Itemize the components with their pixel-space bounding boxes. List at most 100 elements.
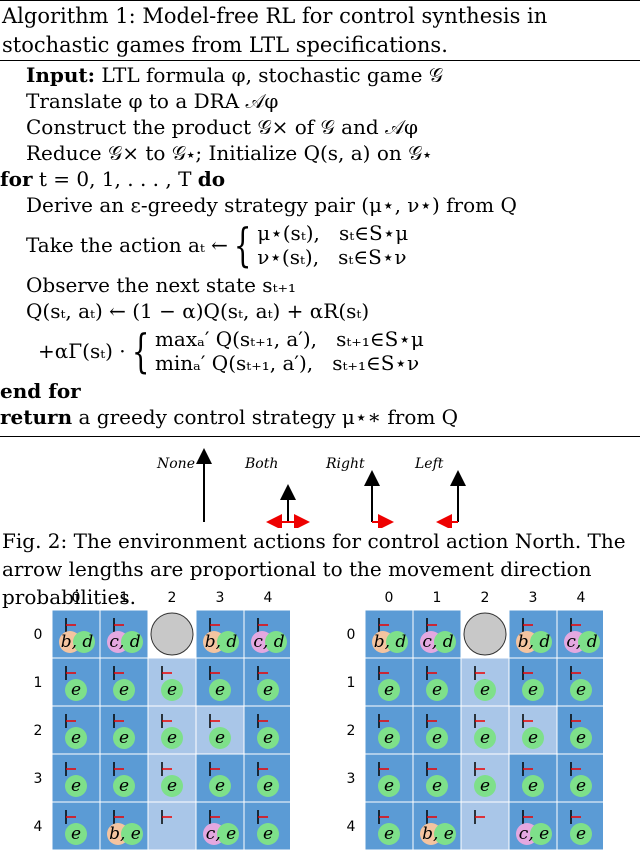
label-circle-b	[386, 631, 408, 653]
cell-label: e	[263, 776, 273, 796]
cell-label: e	[263, 680, 273, 700]
col-label: 4	[264, 590, 273, 606]
cell-label: e	[263, 824, 273, 844]
label-circle	[378, 775, 400, 797]
cell-label: e	[384, 776, 394, 796]
cell-label: e	[263, 728, 273, 748]
update-line-2: +αΓ(sₜ) · { maxₐ′ Q(sₜ₊₁, a′), sₜ₊₁∈S⋆μ …	[38, 324, 424, 378]
label-circle-b	[434, 631, 456, 653]
algorithm-body: Input: LTL formula φ, stochastic game 𝒢 …	[0, 62, 517, 430]
col-label: 0	[72, 590, 81, 606]
return-line: return a greedy control strategy μ⋆∗ fro…	[0, 405, 459, 429]
cell-label: e	[119, 776, 129, 796]
top-rule	[0, 0, 640, 1]
row-label: 2	[34, 723, 43, 739]
cell-label: c, e	[519, 824, 549, 844]
title-rule	[0, 60, 640, 61]
brace-take: {	[233, 218, 252, 272]
label-circle-b	[217, 823, 239, 845]
cell-label: e	[528, 680, 538, 700]
row-label: 2	[347, 723, 356, 739]
label-circle	[426, 679, 448, 701]
col-label: 2	[168, 590, 177, 606]
label-circle	[257, 775, 279, 797]
label-circle	[474, 775, 496, 797]
cell-label: e	[528, 776, 538, 796]
reduce-line: Reduce 𝒢× to 𝒢⋆; Initialize Q(s, a) on 𝒢…	[26, 141, 432, 165]
row-label: 3	[34, 771, 43, 787]
label-circle-b	[217, 631, 239, 653]
label-circle	[161, 775, 183, 797]
label-circle	[65, 823, 87, 845]
endfor-line: end for	[0, 379, 81, 403]
cell-label: b, d	[374, 632, 407, 652]
label-circle	[113, 775, 135, 797]
label-circle	[161, 727, 183, 749]
cell-label: e	[71, 728, 81, 748]
cell-label: e	[480, 680, 490, 700]
translate-line: Translate φ to a DRA 𝒜φ	[26, 89, 279, 113]
label-circle-b	[265, 631, 287, 653]
cell-label: e	[384, 680, 394, 700]
observe-line: Observe the next state sₜ₊₁	[26, 273, 297, 297]
cell-label: e	[432, 776, 442, 796]
label-circle	[522, 679, 544, 701]
label-circle-b	[121, 631, 143, 653]
cell-label: c, d	[566, 632, 597, 652]
label-circle	[113, 679, 135, 701]
cell-label: c, d	[253, 632, 284, 652]
col-label: 3	[529, 590, 538, 606]
label-circle-b	[73, 631, 95, 653]
label-circle-b	[578, 631, 600, 653]
label-circle	[474, 679, 496, 701]
label-circle	[570, 823, 592, 845]
row-label: 4	[34, 819, 43, 835]
cell-label: e	[215, 728, 225, 748]
cell-label: b, d	[61, 632, 94, 652]
brace-update: {	[131, 324, 150, 378]
label-circle	[257, 823, 279, 845]
cell-label: e	[432, 728, 442, 748]
col-label: 1	[120, 590, 129, 606]
grid-cell	[147, 801, 197, 851]
cell-label: e	[71, 824, 81, 844]
col-label: 0	[385, 590, 394, 606]
cell-label: e	[384, 824, 394, 844]
label-circle-b	[530, 823, 552, 845]
label-left: Left	[415, 456, 444, 472]
update-line: Q(sₜ, aₜ) ← (1 − α)Q(sₜ, aₜ) + αR(sₜ)	[26, 299, 370, 323]
label-circle	[378, 679, 400, 701]
input-line: Input: LTL formula φ, stochastic game 𝒢	[26, 63, 444, 87]
figure2-caption: Fig. 2: The environment actions for cont…	[2, 529, 626, 609]
label-both: Both	[245, 456, 279, 472]
obstacle-circle	[150, 612, 194, 656]
cell-label: e	[119, 680, 129, 700]
label-circle-b	[434, 823, 456, 845]
derive-line: Derive an ε-greedy strategy pair (μ⋆, ν⋆…	[26, 193, 517, 217]
label-circle-b	[121, 823, 143, 845]
row-label: 0	[34, 627, 43, 643]
cell-label: b, e	[422, 824, 454, 844]
cell-label: e	[480, 776, 490, 796]
cell-label: b, d	[518, 632, 551, 652]
cell-label: b, d	[205, 632, 238, 652]
label-circle	[65, 775, 87, 797]
label-circle	[570, 775, 592, 797]
cell-label: e	[71, 776, 81, 796]
cell-label: e	[215, 776, 225, 796]
cell-label: e	[576, 680, 586, 700]
row-label: 3	[347, 771, 356, 787]
row-label: 1	[34, 675, 43, 691]
label-circle	[378, 727, 400, 749]
cell-label: e	[576, 728, 586, 748]
label-circle	[257, 679, 279, 701]
label-circle	[257, 727, 279, 749]
label-circle	[522, 727, 544, 749]
label-circle	[65, 727, 87, 749]
algorithm-title: Algorithm 1: Model-free RL for control s…	[2, 4, 548, 57]
take-action-line: Take the action aₜ ← { μ⋆(sₜ), sₜ∈S⋆μ ν⋆…	[26, 218, 409, 272]
for-line: for t = 0, 1, . . . , T do	[0, 167, 226, 191]
cell-label: e	[215, 680, 225, 700]
